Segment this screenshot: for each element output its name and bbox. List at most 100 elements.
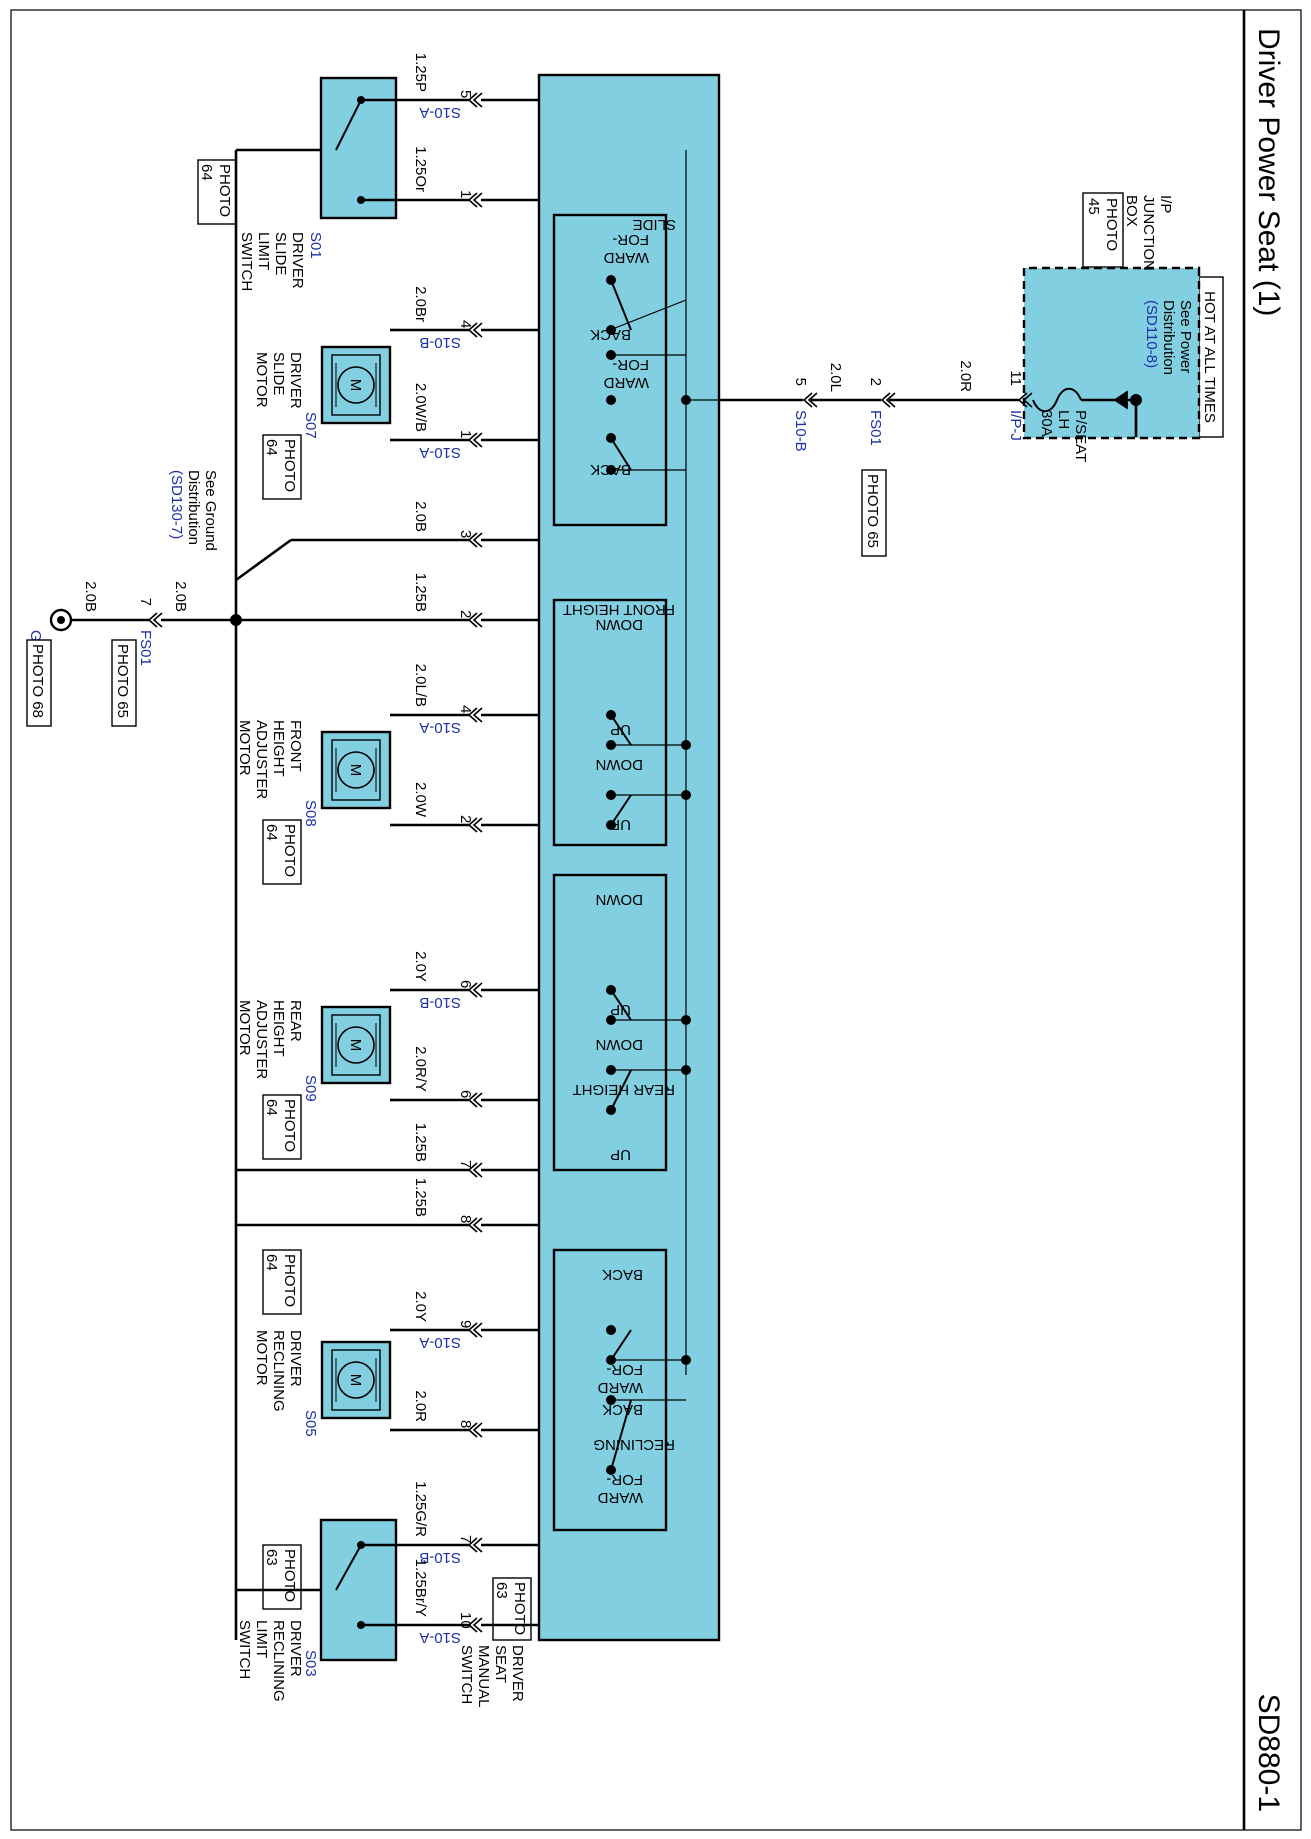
- wire-label-2-0Y-b: 2.0Y: [412, 1291, 429, 1322]
- slide-motor-m: M: [347, 379, 364, 392]
- slide-switch-b-contact: [606, 395, 616, 405]
- reclining-title: RECLINING: [593, 1436, 675, 1453]
- slide-switch-b-contact-2: [606, 465, 616, 475]
- power-ref-1: See Power: [1177, 300, 1194, 373]
- rear-height-section: [552, 873, 668, 1172]
- ground-wire-label: 2.0B: [172, 581, 189, 612]
- s10a-pin4: 4: [457, 705, 474, 713]
- sls-photo: PHOTO: [216, 164, 233, 217]
- ground-icon-center: [57, 616, 65, 624]
- fuse-label-2: LH: [1055, 410, 1072, 429]
- s01-conn-a: S01: [307, 232, 324, 259]
- bus-dot-3: [681, 790, 691, 800]
- ip-jb-photo-box: [1082, 192, 1124, 268]
- s10b-pin2: 2: [457, 610, 474, 618]
- switch-label-1: DRIVER: [509, 1645, 526, 1702]
- s10b-slide-conn: S10-B: [419, 334, 461, 351]
- slide-pos-ward: WARD: [604, 249, 649, 266]
- s08-conn: S08: [302, 800, 319, 827]
- rls-photo-num: 63: [263, 1549, 280, 1566]
- rear-motor-photo: PHOTO: [281, 1099, 298, 1152]
- ip-jb-label-1: I/P: [1157, 195, 1174, 213]
- front-motor-photo-num: 64: [263, 824, 280, 841]
- s10a-slide-conn-2: S10-A: [419, 444, 461, 461]
- s10a-pin9: 9: [457, 1320, 474, 1328]
- s10a-slide-conn: S10-A: [419, 104, 461, 121]
- wire-label-1-25B-b: 1.25B: [412, 1123, 429, 1162]
- fs01-ground-pin: 7: [137, 598, 154, 606]
- s10b-recline-conn: S10-B: [419, 1549, 461, 1566]
- sls-label-4: SWITCH: [238, 232, 255, 291]
- rear-switch-a-blade: [610, 989, 632, 1021]
- rls-photo: PHOTO: [281, 1549, 298, 1602]
- wire-label-2-0R: 2.0R: [957, 360, 974, 392]
- ip-jb-label-2: JUNCTION: [1140, 195, 1157, 271]
- g46-photo: PHOTO 68: [29, 644, 46, 718]
- front-motor-label-1: FRONT: [287, 720, 304, 772]
- wire-label-1-25Or: 1.25Or: [412, 146, 429, 192]
- rear-motor-label-3: ADJUSTER: [253, 1000, 270, 1079]
- switch-label-4: SWITCH: [458, 1645, 475, 1704]
- rls-blade: [335, 1544, 362, 1591]
- front-height-title: FRONT HEIGHT: [563, 601, 675, 618]
- slide-section: [552, 213, 668, 527]
- front-motor-label-2: HEIGHT: [270, 720, 287, 777]
- recline-pos-ward: WARD: [598, 1379, 643, 1396]
- slide-motor-label-1: DRIVER: [287, 352, 304, 409]
- recline-motor-photo-box: [262, 1249, 302, 1315]
- ip-jb-photo-num: 45: [1085, 198, 1102, 215]
- reclining-section: [552, 1248, 668, 1532]
- wire-label-2-0W: 2.0W: [412, 782, 429, 818]
- s10a-pin5: 5: [457, 90, 474, 98]
- bus-dot-1: [681, 395, 691, 405]
- switch-label-2: SEAT: [492, 1645, 509, 1683]
- rear-switch-b-blade: [610, 1069, 632, 1111]
- recline-pos-ward-2: WARD: [598, 1489, 643, 1506]
- ipj-pin: 11: [1007, 370, 1024, 386]
- slide-switch-a-blade: [610, 279, 632, 331]
- rear-motor-photo-box: [262, 1094, 302, 1160]
- page-border: [10, 9, 1302, 1831]
- wire-label-2-0Y: 2.0Y: [412, 951, 429, 982]
- recline-motor-label-2: RECLINING: [270, 1330, 287, 1412]
- wire-label-2-0L: 2.0L: [827, 363, 844, 392]
- diagram-code: SD880-1: [1252, 1694, 1285, 1812]
- s10b-pin8: 8: [457, 1215, 474, 1223]
- slide-motor-photo-num: 64: [263, 439, 280, 456]
- driver-seat-manual-switch: [537, 73, 721, 1642]
- g46-wire-label: 2.0B: [82, 581, 99, 612]
- recline-pos-for: FOR-: [606, 1361, 643, 1378]
- s07-conn: S07: [302, 412, 319, 439]
- front-switch-b-blade: [610, 794, 632, 826]
- gnd-x-1: [235, 538, 292, 582]
- ip-junction-box: [1022, 266, 1201, 440]
- s10b-power-connector: S10-B: [792, 410, 809, 452]
- slide-switch-a-contact-2: [606, 350, 616, 360]
- fs01-pin: 2: [867, 378, 884, 386]
- front-pos-down-2: DOWN: [596, 756, 644, 773]
- sls-photo-num: 64: [198, 164, 215, 181]
- driver-reclining-limit-switch: [319, 1518, 398, 1662]
- recline-switch-a-contact: [606, 1325, 616, 1335]
- bus-dot-5: [681, 1065, 691, 1075]
- front-motor-photo-box: [262, 819, 302, 885]
- driver-slide-limit-switch: [319, 76, 398, 220]
- front-pos-up-2: UP: [610, 816, 631, 833]
- rear-pos-up-2: UP: [610, 1146, 631, 1163]
- wire-label-1-25B: 1.25B: [412, 573, 429, 612]
- s10a-front-conn: S10-A: [419, 719, 461, 736]
- slide-motor-label-2: SLIDE: [270, 352, 287, 395]
- s10b-rear-conn: S10-B: [419, 994, 461, 1011]
- front-motor-photo: PHOTO: [281, 824, 298, 877]
- ip-jb-photo: PHOTO: [1103, 198, 1120, 251]
- front-pos-up: UP: [610, 721, 631, 738]
- rls-photo-box: [262, 1544, 302, 1610]
- slide-motor-label-3: MOTOR: [253, 352, 270, 408]
- power-ref-3: (SD110-8): [1143, 300, 1160, 368]
- sls-blade: [335, 99, 362, 151]
- s10a-recline-conn: S10-A: [419, 1334, 461, 1351]
- s05-conn: S05: [302, 1410, 319, 1437]
- recline-motor-label-1: DRIVER: [287, 1330, 304, 1387]
